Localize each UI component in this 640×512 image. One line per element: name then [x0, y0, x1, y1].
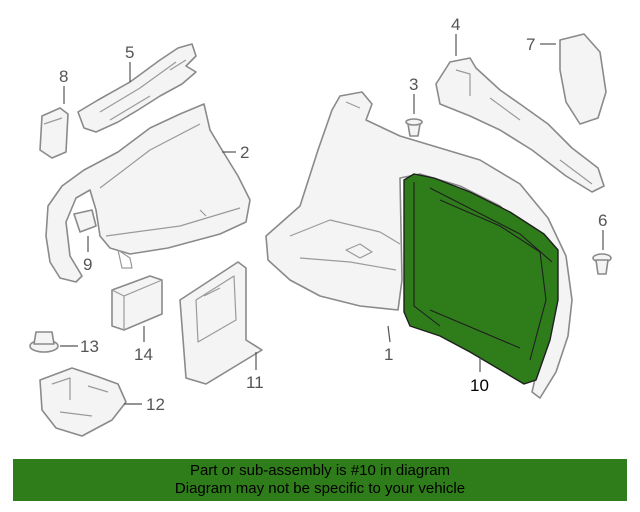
callout-5: 5 — [125, 43, 134, 62]
part-14-module — [111, 275, 163, 331]
part-4-bracket — [435, 57, 605, 193]
callout-14: 14 — [134, 345, 153, 364]
callouts: 1 2 3 4 5 6 7 8 9 10 11 12 13 14 — [59, 15, 607, 414]
part-1-main-panel — [265, 91, 573, 399]
banner-line-1: Part or sub-assembly is #10 in diagram — [189, 462, 451, 479]
callout-6: 6 — [598, 211, 607, 230]
part-12-lower-box — [39, 367, 127, 437]
part-13-nut — [29, 331, 59, 353]
part-7-panel — [559, 33, 607, 125]
callout-13: 13 — [80, 337, 99, 356]
callout-9: 9 — [83, 255, 92, 274]
part-11-side-panel — [179, 261, 263, 385]
callout-4: 4 — [451, 15, 460, 34]
callout-10: 10 — [470, 376, 489, 395]
info-banner: Part or sub-assembly is #10 in diagram D… — [13, 459, 627, 501]
banner-line-2: Diagram may not be specific to your vehi… — [174, 480, 466, 497]
callout-1: 1 — [384, 345, 393, 364]
leader-lines — [60, 34, 604, 405]
callout-11: 11 — [246, 373, 264, 392]
part-5-bracket — [77, 43, 197, 133]
part-3-fastener — [405, 118, 423, 137]
callout-2: 2 — [240, 143, 249, 162]
part-8-pad — [39, 107, 69, 159]
part-10-highlighted — [403, 173, 559, 385]
callout-12: 12 — [146, 395, 165, 414]
part-6-fastener — [592, 253, 612, 275]
part-9-clip — [73, 209, 97, 233]
callout-3: 3 — [409, 75, 418, 94]
part-2-left-trim — [45, 103, 251, 283]
callout-7: 7 — [526, 35, 535, 54]
parts-diagram: 1 2 3 4 5 6 7 8 9 10 11 12 13 14 — [29, 15, 612, 437]
callout-8: 8 — [59, 67, 68, 86]
